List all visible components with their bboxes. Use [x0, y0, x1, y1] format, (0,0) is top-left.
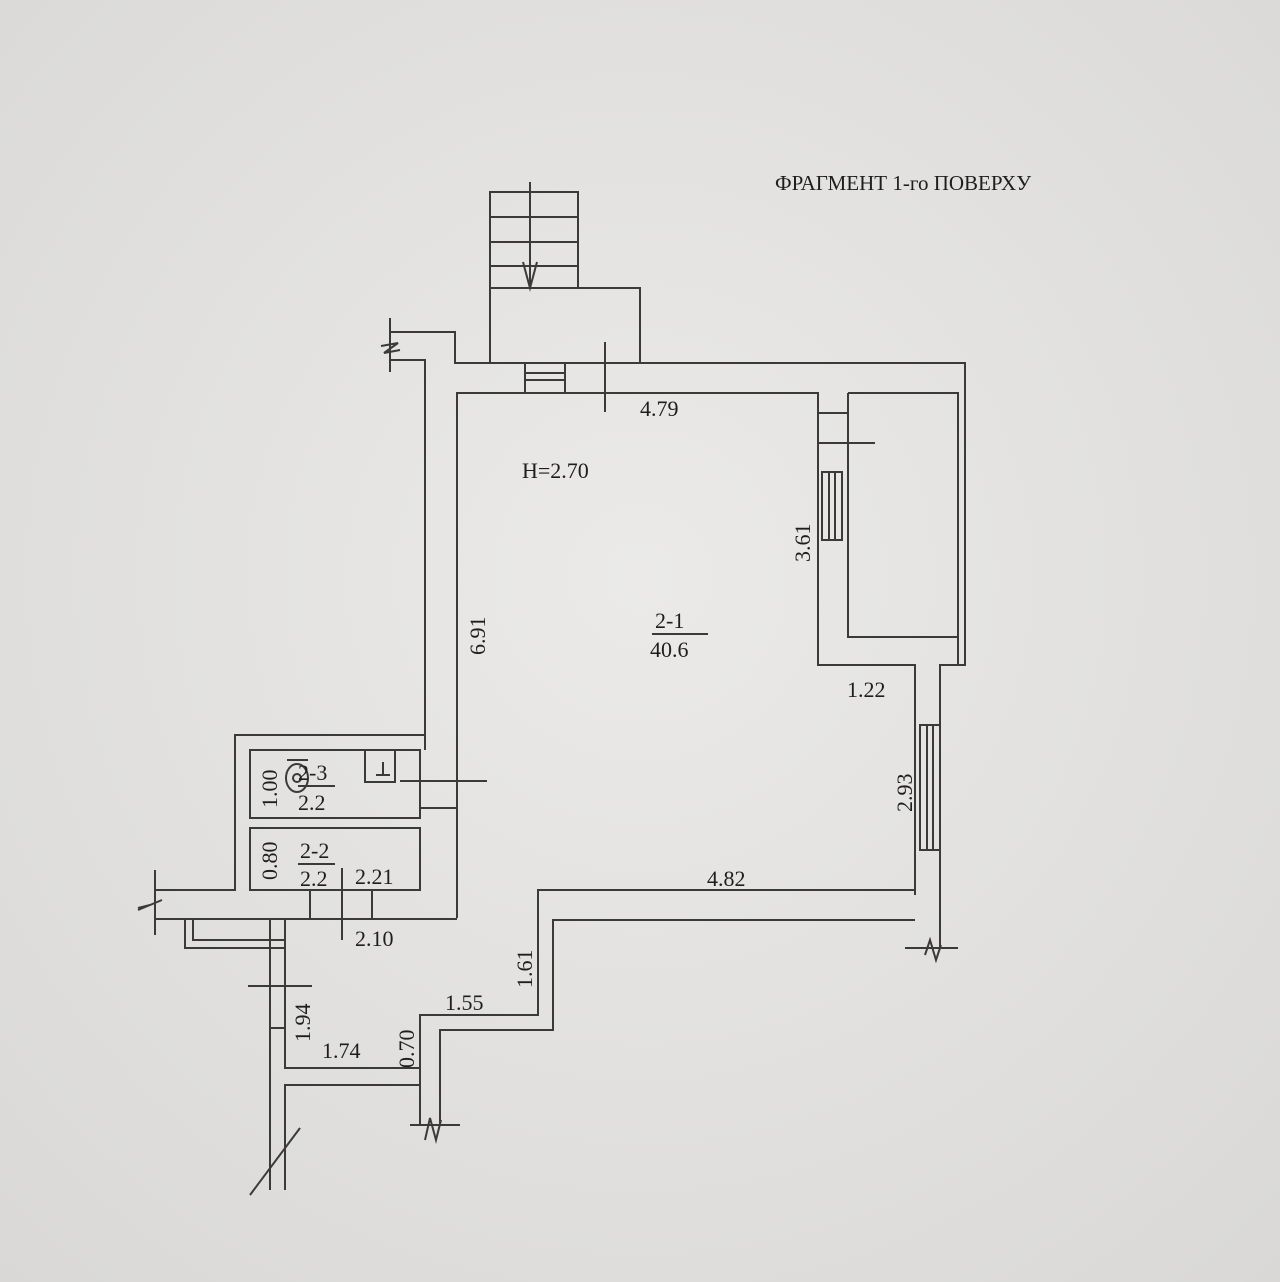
- dim-right-step: 1.22: [847, 677, 886, 702]
- dim-bottom: 4.82: [707, 866, 746, 891]
- dim-corridor-width: 2.10: [355, 926, 394, 951]
- dim-wc-height: 1.00: [257, 770, 282, 809]
- walls: [137, 318, 966, 1196]
- dim-left: 6.91: [465, 617, 490, 656]
- dim-storage-height: 0.80: [257, 842, 282, 881]
- dim-hall-step: 0.70: [394, 1030, 419, 1069]
- plan-title: ФРАГМЕНТ 1-го ПОВЕРХУ: [775, 171, 1031, 195]
- dim-right-lower: 2.93: [892, 774, 917, 813]
- room-2-2-id: 2-2: [300, 838, 329, 863]
- room-2-2-area: 2.2: [300, 866, 328, 891]
- dim-top: 4.79: [640, 396, 679, 421]
- dim-storage-width: 2.21: [355, 864, 394, 889]
- room-2-1-id: 2-1: [655, 608, 684, 633]
- toilet-icon: [285, 759, 309, 793]
- dim-step-vertical: 1.61: [512, 950, 537, 989]
- room-2-3-area: 2.2: [298, 790, 326, 815]
- ceiling-height-label: H=2.70: [522, 458, 589, 483]
- stairs: [489, 182, 641, 364]
- dim-right-upper: 3.61: [790, 524, 815, 563]
- dim-hall-width: 1.74: [322, 1038, 361, 1063]
- dim-hall-height: 1.94: [290, 1004, 315, 1043]
- room-2-3-id: 2-3: [298, 760, 327, 785]
- room-2-1-area: 40.6: [650, 637, 689, 662]
- dim-step-horizontal: 1.55: [445, 990, 484, 1015]
